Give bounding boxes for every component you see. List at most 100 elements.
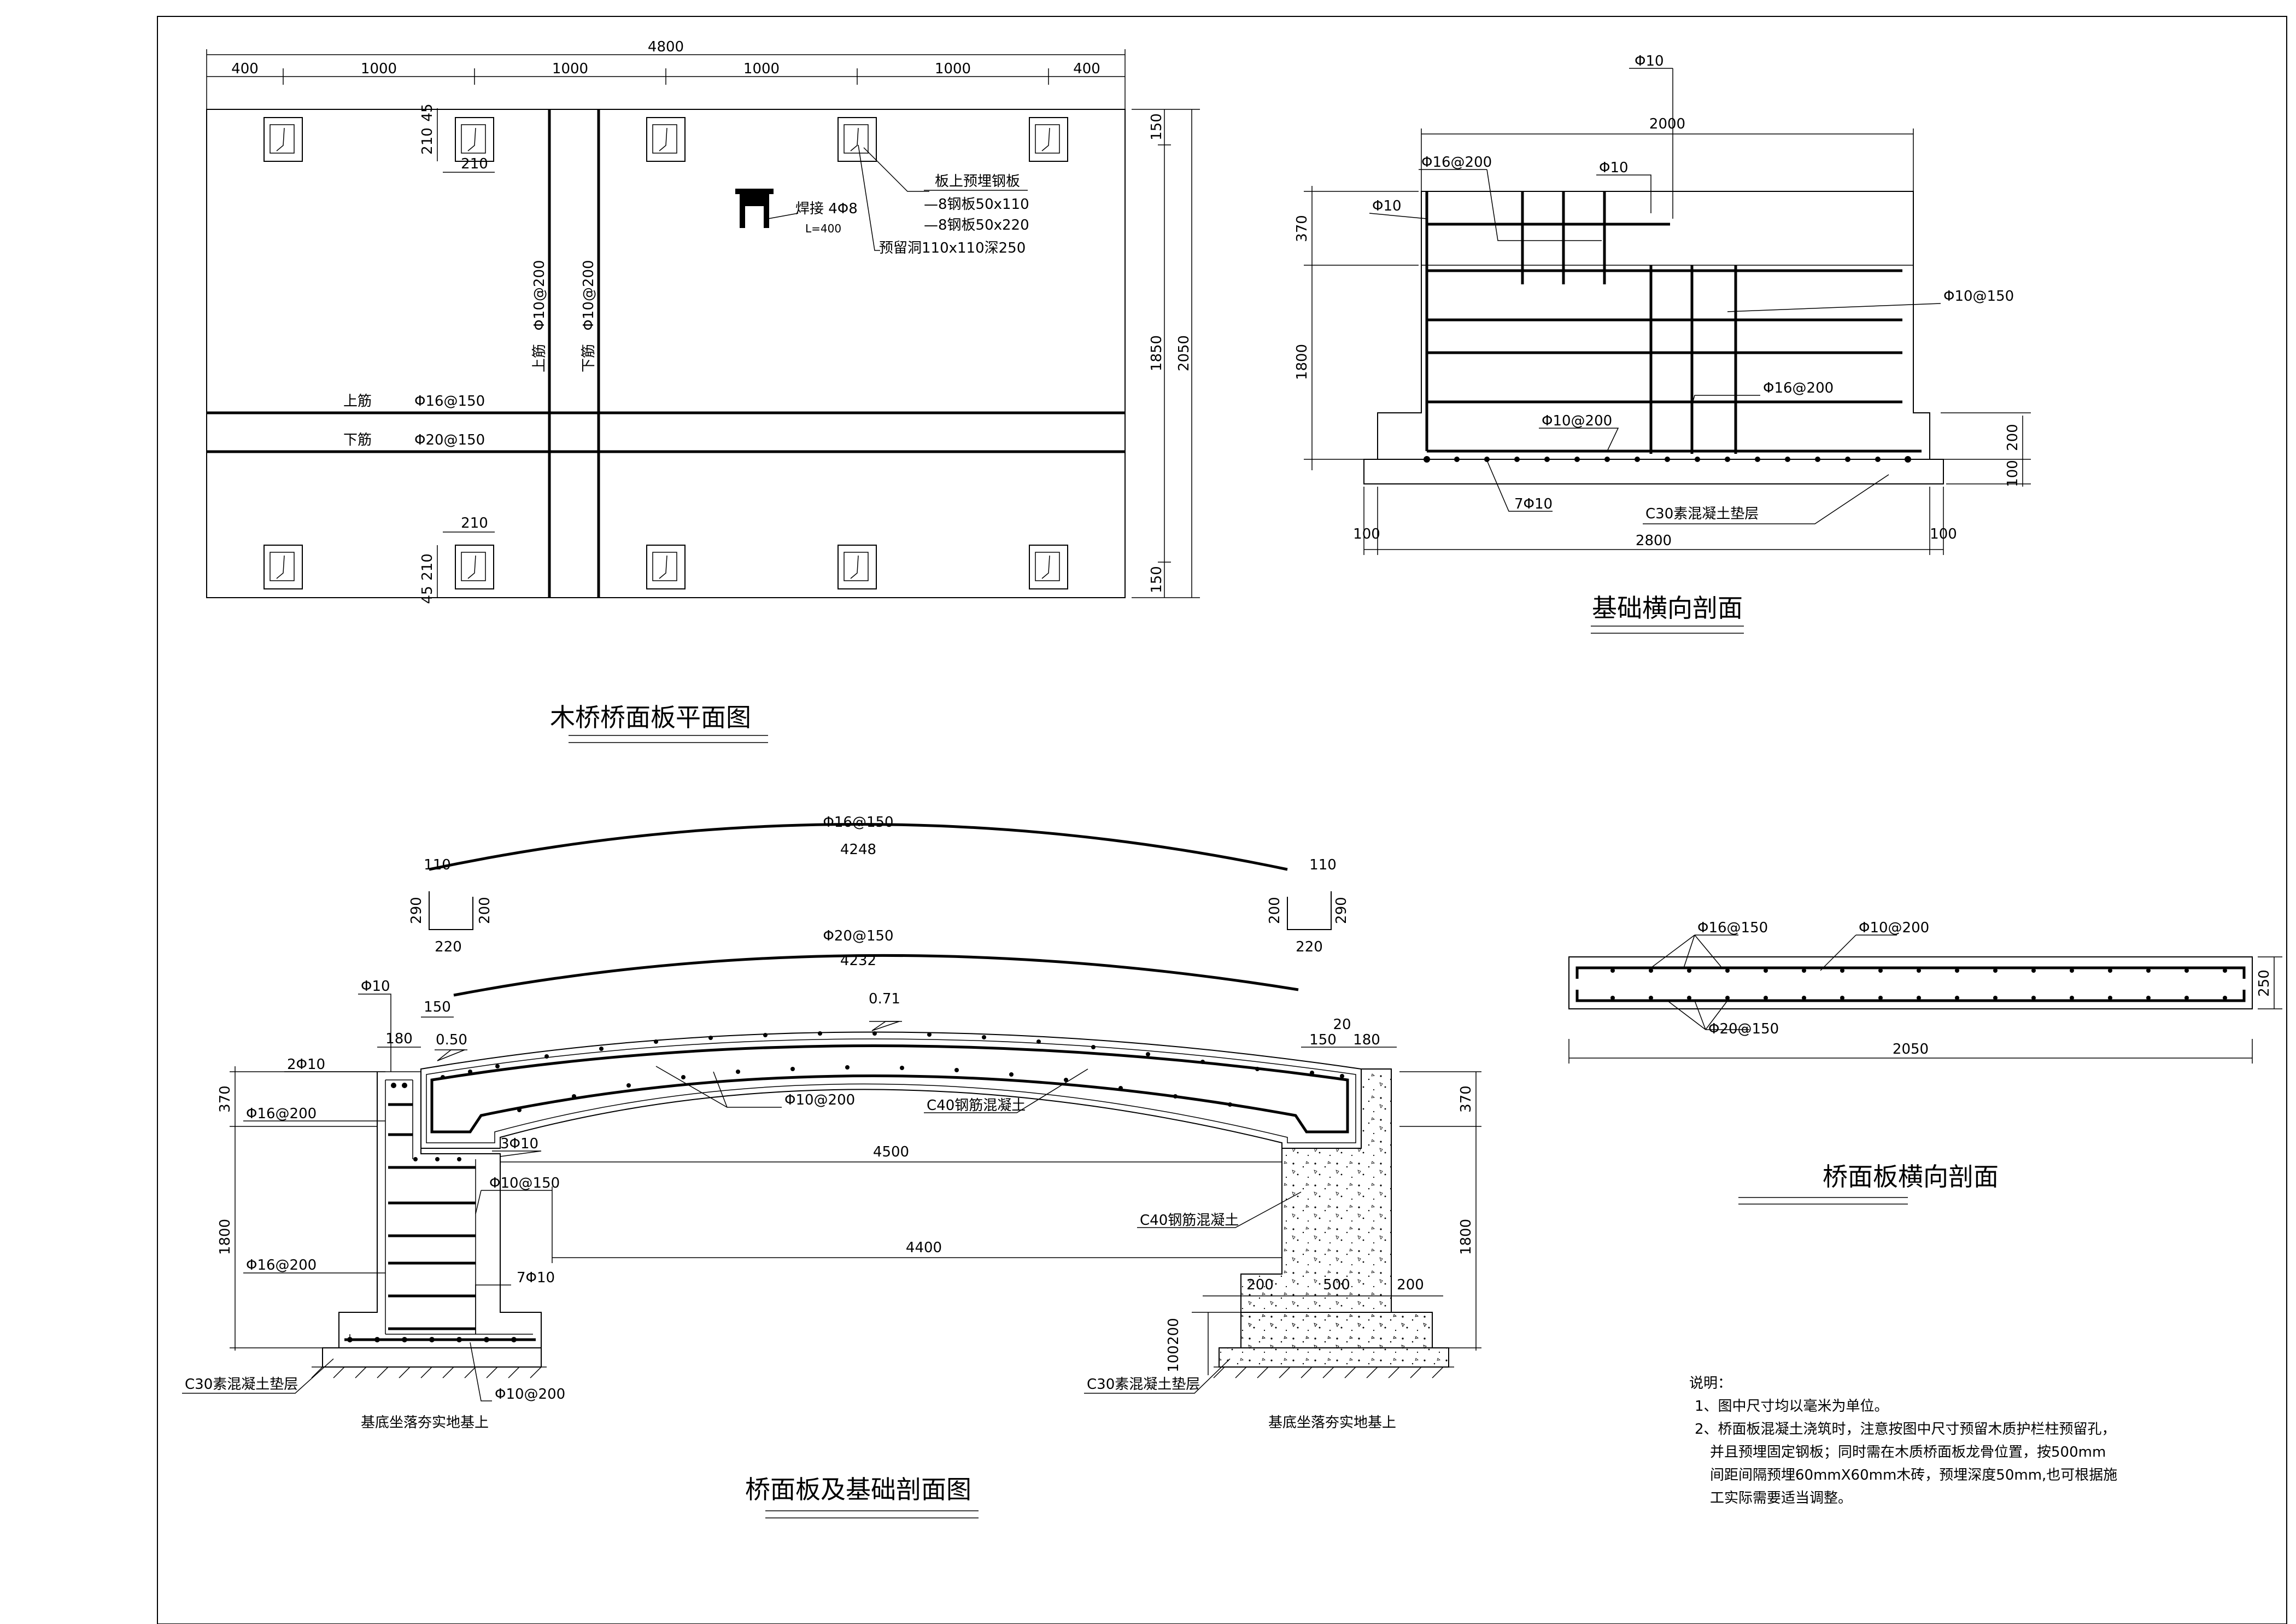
sec-end-top-r: 110	[1309, 857, 1337, 873]
fd-bottom-bars: 7Φ10	[1514, 496, 1553, 512]
ground-hatch-right	[1213, 1366, 1454, 1378]
sec-w150l: 150	[424, 999, 451, 1015]
notes-heading: 说明：	[1689, 1375, 1732, 1392]
sec-h100: 100	[1165, 1345, 1182, 1372]
sec-c40-top: C40钢筋混凝土	[927, 1097, 1026, 1114]
notes: 说明： 1、图中尺寸均以毫米为单位。 2、桥面板混凝土浇筑时，注意按图中尺寸预留…	[1689, 1375, 2117, 1506]
fd-rebar-f: Φ10@200	[1542, 413, 1612, 429]
fd-top-rebar: Φ10	[1635, 53, 1664, 69]
sec-h370-l: 370	[217, 1085, 233, 1113]
plan-rebar-h2: Φ20@150	[414, 432, 485, 448]
plan-dim-1: 400	[231, 61, 259, 77]
sec-end-h-l: 290	[408, 897, 425, 924]
post-hole	[455, 545, 494, 589]
deck-top-a: Φ16@150	[1697, 920, 1768, 936]
post-hole	[455, 117, 494, 162]
weld-length: L=400	[805, 222, 841, 235]
plan-right-150b: 150	[1149, 566, 1165, 593]
fd-rebar-d: Φ10@150	[1943, 288, 2014, 305]
hole-w-bottom: 210	[461, 515, 488, 531]
plan-bottom-bar-h: 下筋	[343, 432, 372, 448]
fd-base-width: 2800	[1636, 533, 1672, 549]
sec-bot-len: 4232	[840, 953, 876, 969]
plan-dim-3: 1000	[552, 61, 588, 77]
sec-end-top-l: 110	[424, 857, 451, 873]
post-hole	[263, 545, 303, 589]
post-hole	[263, 117, 303, 162]
foundation-section: 370 1800 200 100 2000 Φ10 Φ16@200 Φ10 Φ1…	[1294, 53, 2031, 634]
sec-cushion-right: C30素混凝土垫层	[1087, 1376, 1200, 1393]
sec-three-phi10: 3Φ10	[500, 1136, 538, 1152]
plan-total-height: 2050	[1176, 335, 1192, 371]
plan-title: 木桥桥面板平面图	[550, 703, 751, 732]
sec-span-top: 4500	[873, 1144, 909, 1160]
section-title: 桥面板及基础剖面图	[745, 1475, 971, 1504]
sec-h1800-l: 1800	[217, 1219, 233, 1255]
hole-h-bottom: 210	[419, 553, 436, 581]
sec-end-in-r: 200	[1267, 897, 1283, 924]
sec-bot-rebar: Φ20@150	[823, 928, 893, 944]
sec-w200a: 200	[1246, 1277, 1274, 1293]
sec-w20: 20	[1333, 1017, 1351, 1033]
notes-line3: 并且预埋固定钢板；同时需在木质桥面板龙骨位置，按500mm	[1710, 1444, 2106, 1461]
sec-phi10: Φ10	[361, 978, 390, 995]
fd-base-right: 100	[1930, 526, 1957, 542]
sec-h370-r: 370	[1458, 1085, 1474, 1113]
sec-lvl: 0.50	[436, 1032, 467, 1048]
notes-line4: 间距间隔预埋60mmX60mm木砖，预埋深度50mm,也可根据施	[1710, 1467, 2117, 1483]
fd-rebar-b: Φ10	[1599, 160, 1629, 176]
sec-top-len: 4248	[840, 842, 876, 858]
fd-h370: 370	[1294, 215, 1310, 242]
fd-rebar-a: Φ16@200	[1421, 154, 1492, 171]
deck-top-b: Φ10@200	[1859, 920, 1929, 936]
deck-section-title: 桥面板横向剖面	[1823, 1162, 1999, 1191]
drawing-frame	[157, 16, 2287, 1624]
sec-two-phi10: 2Φ10	[287, 1056, 325, 1073]
sec-w150r: 150	[1309, 1032, 1337, 1048]
sec-top-rebar: Φ16@150	[823, 814, 893, 831]
hole-off-top: 45	[419, 103, 436, 121]
fd-h100: 100	[2005, 460, 2021, 487]
plate2-label: —8钢板50x220	[924, 217, 1029, 233]
sec-phi16-200-b: Φ16@200	[246, 1257, 317, 1274]
plan-dim-2: 1000	[361, 61, 397, 77]
plan-total-width: 4800	[648, 39, 684, 55]
notes-line1: 1、图中尺寸均以毫米为单位。	[1695, 1398, 1889, 1415]
plan-right-150a: 150	[1149, 113, 1165, 141]
post-hole	[837, 545, 877, 589]
deck-transverse-section: Φ16@150 Φ10@200 Φ20@150 250 2050 桥面板横向剖面	[1568, 920, 2282, 1205]
plan-bottom-bar-v: 下筋	[581, 344, 597, 372]
ground-hatch-left	[311, 1366, 547, 1378]
sec-w180r: 180	[1353, 1032, 1380, 1048]
fd-cushion: C30素混凝土垫层	[1645, 506, 1759, 522]
deck-bottom: Φ20@150	[1708, 1021, 1779, 1037]
deck-outline	[206, 109, 1126, 598]
sec-phi10-200-bot: Φ10@200	[495, 1386, 565, 1403]
notes-line5: 工实际需要适当调整。	[1710, 1490, 1852, 1506]
plan-dim-6: 400	[1073, 61, 1100, 77]
deck-thick: 250	[2256, 969, 2272, 997]
embed-plate-label: 板上预埋钢板	[935, 173, 1020, 190]
sec-h1800-r: 1800	[1458, 1219, 1474, 1255]
post-hole	[646, 117, 686, 162]
hole-off-bottom: 45	[419, 586, 436, 604]
plan-right-1850: 1850	[1149, 335, 1165, 371]
sec-c40-right: C40钢筋混凝土	[1140, 1212, 1239, 1229]
post-hole	[837, 117, 877, 162]
hole-h-top: 210	[419, 127, 436, 155]
deck-width: 2050	[1893, 1041, 1929, 1058]
sec-span-bot: 4400	[906, 1240, 942, 1256]
sec-w180: 180	[385, 1031, 413, 1047]
sec-ground-right: 基底坐落夯实地基上	[1268, 1415, 1396, 1431]
fd-rebar-e: Φ16@200	[1763, 380, 1834, 396]
fd-width-top: 2000	[1649, 116, 1685, 132]
fd-h200: 200	[2005, 424, 2021, 451]
plan-dim-5: 1000	[935, 61, 971, 77]
sec-seven-phi10: 7Φ10	[517, 1270, 555, 1286]
plan-dim-4: 1000	[743, 61, 780, 77]
plate1-label: —8钢板50x110	[924, 196, 1029, 213]
sec-cushion-left: C30素混凝土垫层	[185, 1376, 298, 1393]
sec-end-bot-l: 220	[435, 939, 462, 955]
plan-rebar-v1: Φ10@200	[531, 260, 548, 330]
